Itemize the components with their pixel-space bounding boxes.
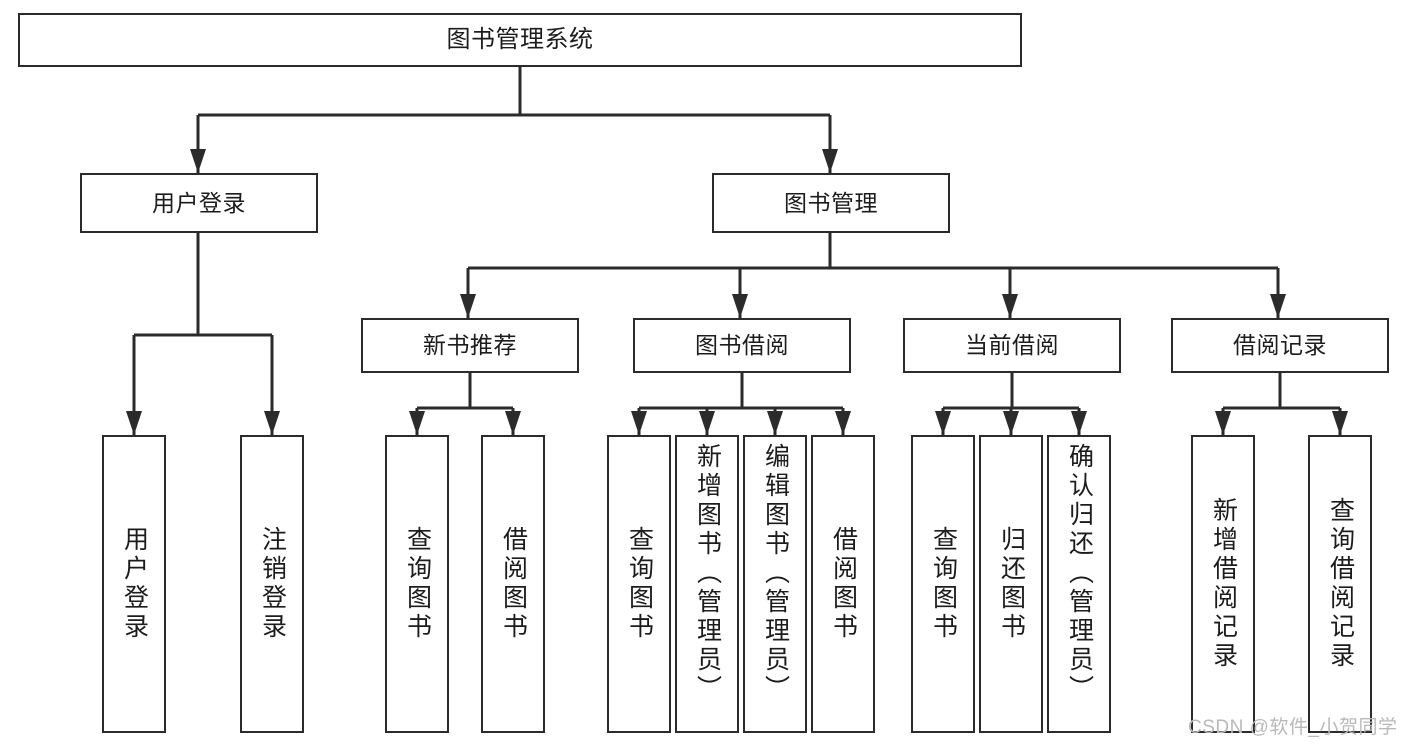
node-label: 编辑图书（管理员） [761,443,790,704]
node-label: 注销登录 [258,526,287,642]
node-label: 图书借阅 [695,332,789,359]
node-current-borrow: 当前借阅 [903,318,1121,373]
conn-borrow-record [1215,373,1348,435]
node-leaf-add-book-admin: 新增图书（管理员） [675,435,739,733]
node-label: 图书管理 [784,189,878,216]
node-label: 借阅图书 [499,526,528,642]
node-label: 新书推荐 [423,332,517,359]
node-leaf-confirm-return-admin: 确认归还（管理员） [1047,435,1111,733]
node-root: 图书管理系统 [18,13,1022,67]
node-label: 借阅记录 [1233,332,1327,359]
node-leaf-query-borrow-record: 查询借阅记录 [1308,435,1372,733]
node-leaf-borrow-book-recommend: 借阅图书 [481,435,545,733]
node-label: 用户登录 [152,189,246,216]
node-label: 当前借阅 [965,332,1059,359]
conn-user-login [126,233,280,435]
node-book-manage: 图书管理 [712,173,950,233]
node-leaf-user-login: 用户登录 [102,435,166,733]
node-label: 借阅图书 [829,526,858,642]
node-new-book-recommend: 新书推荐 [361,318,579,373]
node-leaf-add-borrow-record: 新增借阅记录 [1191,435,1255,733]
node-leaf-edit-book-admin: 编辑图书（管理员） [743,435,807,733]
conn-book-borrow [631,373,851,435]
node-user-login: 用户登录 [80,173,318,233]
node-leaf-query-book-borrow: 查询图书 [607,435,671,733]
node-label: 查询图书 [403,526,432,642]
node-label: 图书管理系统 [446,26,594,54]
node-label: 查询图书 [625,526,654,642]
conn-current-borrow [935,373,1087,435]
node-label: 查询借阅记录 [1326,497,1355,671]
node-label: 新增借阅记录 [1209,497,1238,671]
conn-root [190,67,838,173]
node-label: 确认归还（管理员） [1065,443,1094,704]
node-label: 查询图书 [929,526,958,642]
node-leaf-query-book-current: 查询图书 [911,435,975,733]
node-label: 新增图书（管理员） [693,443,722,704]
node-label: 归还图书 [997,526,1026,642]
node-label: 用户登录 [120,526,149,642]
node-leaf-borrow-book: 借阅图书 [811,435,875,733]
conn-new-book-recommend [409,373,521,435]
node-leaf-return-book: 归还图书 [979,435,1043,733]
node-book-borrow: 图书借阅 [633,318,851,373]
node-leaf-query-book-recommend: 查询图书 [385,435,449,733]
conn-book-manage [460,233,1286,318]
node-borrow-record: 借阅记录 [1171,318,1389,373]
node-leaf-logout-login: 注销登录 [240,435,304,733]
